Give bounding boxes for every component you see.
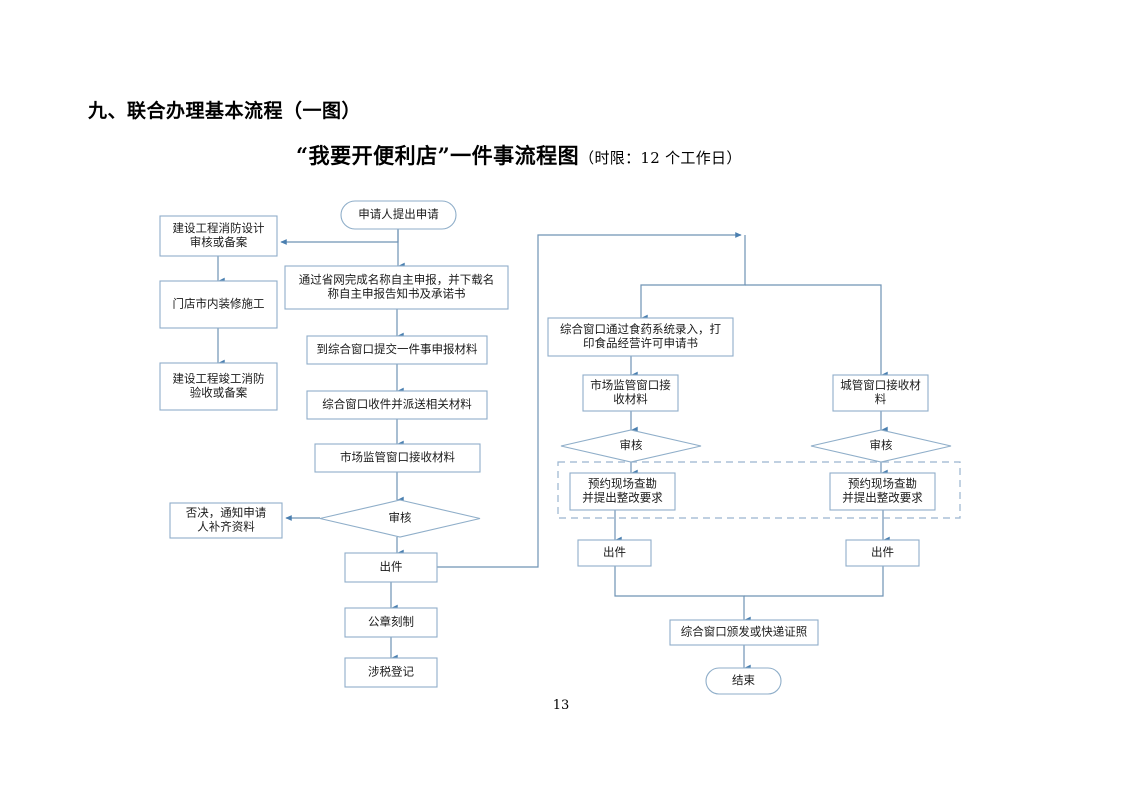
node-shape-rect bbox=[159, 362, 278, 411]
node-shape-rect bbox=[344, 607, 438, 638]
node-label-reject: 否决，通知申请人补齐资料 bbox=[186, 506, 267, 534]
page-number: 13 bbox=[552, 698, 570, 713]
node-label-submit: 到综合窗口提交一件事申报材料 bbox=[317, 342, 478, 356]
dashed-group-box bbox=[557, 461, 961, 519]
node-shape-rect bbox=[344, 657, 438, 688]
node-submit: 到综合窗口提交一件事申报材料 bbox=[306, 335, 488, 365]
section-heading: 九、联合办理基本流程（一图） bbox=[88, 100, 362, 122]
flowchart-title: “我要开便利店”一件事流程图（时限：12 个工作日） bbox=[296, 140, 742, 170]
connector-issue-left-to-branch-up bbox=[437, 232, 742, 568]
node-label-tax: 涉税登记 bbox=[368, 665, 414, 679]
node-review-left: 审核 bbox=[319, 499, 481, 538]
node-label-seal: 公章刻制 bbox=[368, 615, 414, 629]
node-shape-rect bbox=[582, 374, 679, 412]
node-label-fire-design: 建设工程消防设计审核或备案 bbox=[173, 221, 265, 249]
node-fire-design: 建设工程消防设计审核或备案 bbox=[159, 215, 278, 257]
node-reject: 否决，通知申请人补齐资料 bbox=[169, 502, 283, 539]
node-label-store-fitout: 门店市内装修施工 bbox=[173, 297, 265, 311]
node-label-name-declare: 通过省网完成名称自主申报，并下载名称自主申报告知书及承诺书 bbox=[299, 273, 495, 301]
node-urban-recv: 城管窗口接收材料 bbox=[832, 374, 929, 412]
node-seal: 公章刻制 bbox=[344, 607, 438, 638]
node-shape-rect bbox=[169, 502, 283, 539]
node-food-entry: 综合窗口通过食药系统录入，打印食品经营许可申请书 bbox=[547, 317, 734, 357]
node-label-review-mid: 审核 bbox=[620, 438, 643, 452]
node-survey-right: 预约现场查勘并提出整改要求 bbox=[829, 472, 936, 511]
node-label-market-recv: 市场监管窗口接收材料 bbox=[340, 450, 455, 464]
node-deliver: 综合窗口颁发或快递证照 bbox=[669, 619, 819, 646]
node-label-issue-right: 出件 bbox=[871, 545, 894, 559]
node-label-start: 申请人提出申请 bbox=[358, 207, 439, 221]
node-review-mid: 审核 bbox=[560, 429, 702, 463]
node-shape-rect bbox=[159, 215, 278, 257]
node-start: 申请人提出申请 bbox=[340, 200, 457, 230]
node-end: 结束 bbox=[705, 667, 782, 695]
node-issue-left: 出件 bbox=[344, 552, 438, 583]
node-shape-diamond bbox=[810, 429, 952, 463]
node-survey-mid: 预约现场查勘并提出整改要求 bbox=[569, 472, 676, 511]
connector-issue-mid-to-deliver bbox=[614, 566, 751, 624]
flowchart-title-note: （时限：12 个工作日） bbox=[579, 149, 742, 167]
node-shape-diamond bbox=[319, 499, 481, 538]
node-shape-diamond bbox=[560, 429, 702, 463]
node-label-issue-left: 出件 bbox=[380, 560, 403, 574]
connector-branch-top-to-split bbox=[640, 235, 746, 322]
node-label-survey-right: 预约现场查勘并提出整改要求 bbox=[842, 477, 923, 505]
node-label-review-left: 审核 bbox=[389, 511, 412, 525]
node-label-receive-send: 综合窗口收件并派送相关材料 bbox=[322, 397, 472, 411]
connector-issue-right-to-deliver bbox=[744, 566, 884, 597]
node-shape-stadium bbox=[705, 667, 782, 695]
connector-start-to-fire-design bbox=[280, 229, 399, 245]
node-label-survey-mid: 预约现场查勘并提出整改要求 bbox=[582, 477, 663, 505]
node-shape-rect bbox=[314, 443, 481, 473]
node-label-end: 结束 bbox=[732, 673, 755, 687]
node-label-deliver: 综合窗口颁发或快递证照 bbox=[681, 625, 808, 639]
dashed-group-layer bbox=[557, 461, 961, 519]
node-shape-rect bbox=[569, 472, 676, 511]
node-shape-stadium bbox=[340, 200, 457, 230]
node-label-market-recv2: 市场监管窗口接收材料 bbox=[590, 378, 671, 406]
node-name-declare: 通过省网完成名称自主申报，并下载名称自主申报告知书及承诺书 bbox=[284, 265, 509, 310]
node-shape-rect bbox=[829, 472, 936, 511]
flowchart-title-main: “我要开便利店”一件事流程图 bbox=[296, 143, 580, 168]
node-shape-rect bbox=[669, 619, 819, 646]
node-shape-rect bbox=[577, 539, 652, 567]
node-receive-send: 综合窗口收件并派送相关材料 bbox=[306, 390, 488, 420]
node-label-urban-recv: 城管窗口接收材料 bbox=[840, 378, 921, 406]
node-label-review-right: 审核 bbox=[870, 438, 893, 452]
node-shape-rect bbox=[832, 374, 929, 412]
node-label-food-entry: 综合窗口通过食药系统录入，打印食品经营许可申请书 bbox=[560, 322, 721, 350]
connector-layer bbox=[217, 229, 890, 672]
node-shape-rect bbox=[284, 265, 509, 310]
node-layer: 申请人提出申请建设工程消防设计审核或备案门店市内装修施工建设工程竣工消防验收或备… bbox=[159, 200, 952, 695]
node-issue-right: 出件 bbox=[845, 539, 920, 567]
node-issue-mid: 出件 bbox=[577, 539, 652, 567]
node-market-recv2: 市场监管窗口接收材料 bbox=[582, 374, 679, 412]
node-shape-rect bbox=[344, 552, 438, 583]
node-store-fitout: 门店市内装修施工 bbox=[159, 280, 278, 329]
node-market-recv: 市场监管窗口接收材料 bbox=[314, 443, 481, 473]
node-label-issue-mid: 出件 bbox=[603, 545, 626, 559]
connector-split-to-urban-recv bbox=[745, 284, 888, 379]
node-review-right: 审核 bbox=[810, 429, 952, 463]
node-shape-rect bbox=[845, 539, 920, 567]
node-shape-rect bbox=[306, 335, 488, 365]
node-shape-rect bbox=[306, 390, 488, 420]
node-shape-rect bbox=[547, 317, 734, 357]
node-tax: 涉税登记 bbox=[344, 657, 438, 688]
node-label-fire-accept: 建设工程竣工消防验收或备案 bbox=[173, 372, 265, 400]
node-shape-rect bbox=[159, 280, 278, 329]
node-fire-accept: 建设工程竣工消防验收或备案 bbox=[159, 362, 278, 411]
